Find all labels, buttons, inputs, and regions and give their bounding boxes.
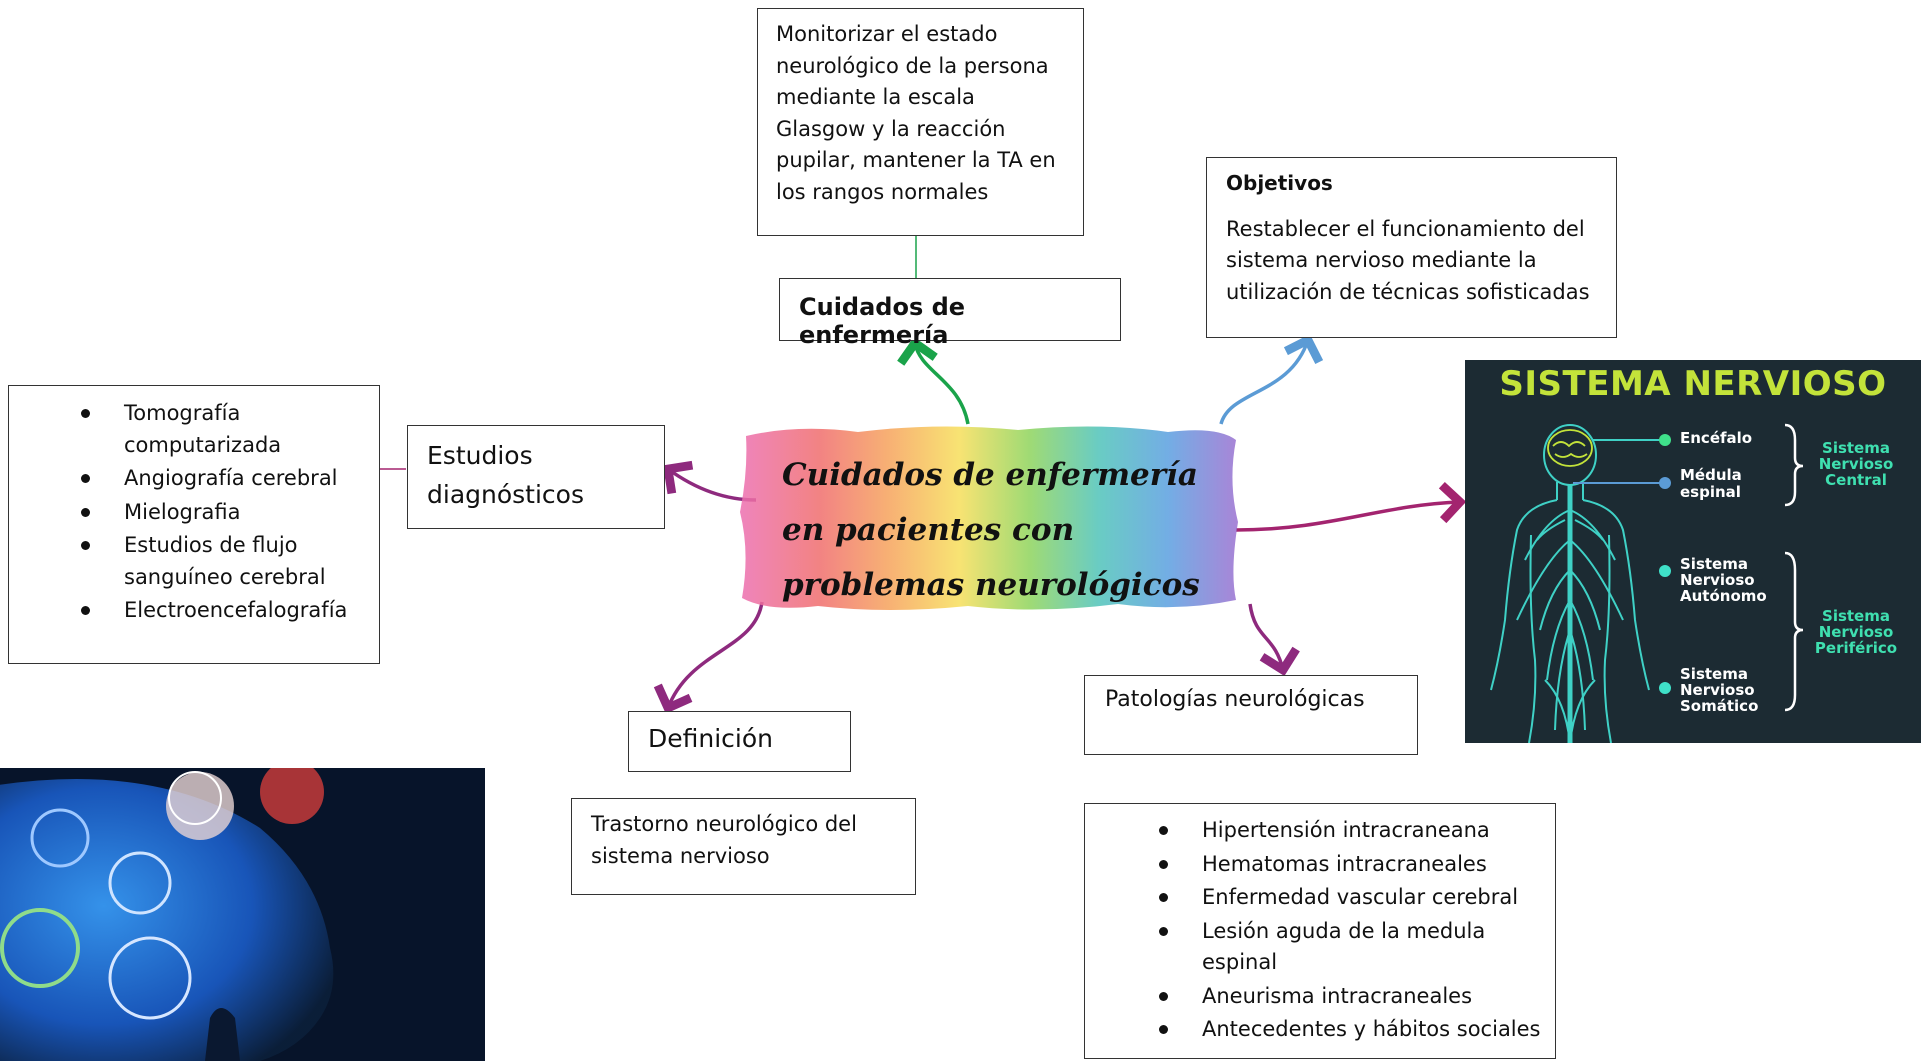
list-item: Electroencefalografía [81,595,379,627]
ns-title: SISTEMA NERVIOSO [1499,364,1887,404]
arrow-to-objetivos [1219,334,1324,425]
definicion-text: Trastorno neurológico del sistema nervio… [591,812,857,868]
list-item: Angiografía cerebral [81,463,379,495]
list-item: Lesión aguda de la medula espinal [1159,916,1555,979]
estudios-label-box: Estudios diagnósticos [407,425,665,529]
central-title: Cuidados de enfermería en pacientes con … [782,457,1200,603]
nervous-system-figure [1490,423,1804,743]
arrow-to-sistema-nervioso [1235,481,1467,532]
estudios-list-box: Tomografía computarizada Angiografía cer… [8,385,380,664]
ns-periferico: Sistema Nervioso Periférico [1814,607,1898,657]
objetivos-heading: Objetivos [1226,171,1333,195]
list-item: Antecedentes y hábitos sociales [1159,1014,1555,1046]
cuidados-detail-text: Monitorizar el estado neurológico de la … [776,22,1056,204]
central-topic: Cuidados de enfermería en pacientes con … [738,422,1240,614]
list-item: Estudios de flujo sanguíneo cerebral [81,530,379,593]
ns-autonomo: Sistema Nervioso Autónomo [1680,555,1767,605]
ns-medula: Médula espinal [1680,466,1742,501]
watercolor-background [740,426,1238,610]
estudios-list: Tomografía computarizada Angiografía cer… [81,398,379,627]
list-item: Enfermedad vascular cerebral [1159,882,1555,914]
patologias-label: Patologías neurológicas [1105,687,1365,712]
patologias-list: Hipertensión intracraneana Hematomas int… [1159,815,1555,1046]
ns-central: Sistema Nervioso Central [1818,439,1894,489]
definicion-label: Definición [648,724,773,753]
list-item: Hipertensión intracraneana [1159,815,1555,847]
objetivos-text: Restablecer el funcionamiento del sistem… [1226,216,1590,304]
cuidados-label-box: Cuidados de enfermería [779,278,1121,349]
ns-encefalo: Encéfalo [1680,429,1753,447]
objetivos-box: Objetivos Restablecer el funcionamiento … [1206,157,1617,338]
list-item: Mielografia [81,497,379,529]
list-item: Hematomas intracraneales [1159,849,1555,881]
definicion-label-box: Definición [628,711,851,772]
sistema-nervioso-image: SISTEMA NERVIOSO Encéfalo Médula espinal… [1465,360,1921,743]
ns-somatico: Sistema Nervioso Somático [1680,665,1759,715]
patologias-list-box: Hipertensión intracraneana Hematomas int… [1084,803,1556,1059]
patologias-label-box: Patologías neurológicas [1084,675,1418,755]
arrow-to-cuidados [897,336,970,425]
brain-scan-image [0,768,485,1061]
definicion-detail-box: Trastorno neurológico del sistema nervio… [571,798,916,895]
list-item: Aneurisma intracraneales [1159,981,1555,1013]
cuidados-label: Cuidados de enfermería [799,293,966,349]
list-item: Tomografía computarizada [81,398,379,461]
estudios-label: Estudios diagnósticos [427,441,584,509]
arrow-to-patologias [1248,603,1300,677]
arrow-to-definicion [653,601,764,714]
head-illustration [0,768,485,1061]
cuidados-detail-box: Monitorizar el estado neurológico de la … [757,8,1084,236]
